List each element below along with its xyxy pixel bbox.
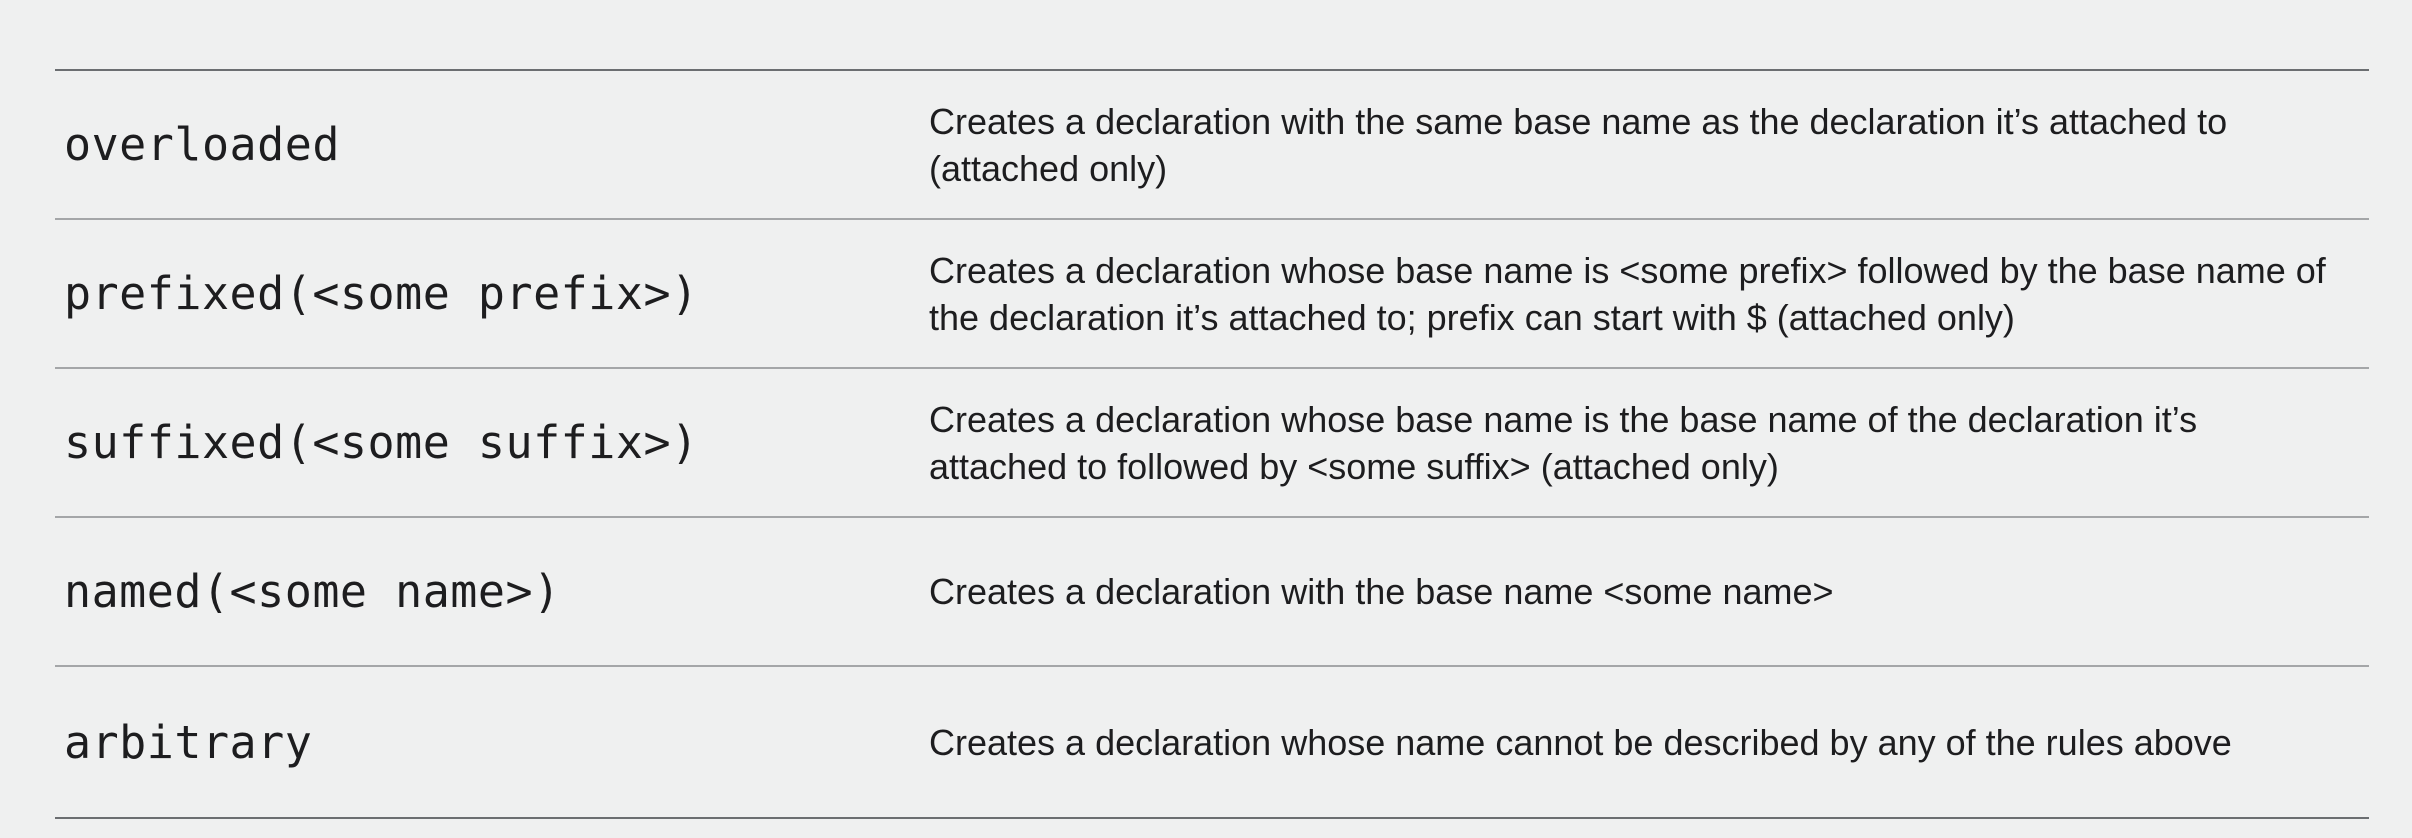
name-specifier-description: Creates a declaration with the same base…: [929, 100, 2228, 189]
name-specifier-code: prefixed(<some prefix>): [64, 267, 699, 320]
name-specifier-code: named(<some name>): [64, 565, 561, 618]
table-row: suffixed(<some suffix>) Creates a declar…: [55, 369, 2369, 518]
name-specifier-code: overloaded: [64, 118, 340, 171]
name-specifier-description: Creates a declaration whose name cannot …: [929, 721, 2232, 763]
name-specifier-code: arbitrary: [64, 715, 313, 769]
table-row: prefixed(<some prefix>) Creates a declar…: [55, 220, 2369, 369]
declaration-name-table: overloaded Creates a declaration with th…: [55, 69, 2369, 819]
name-specifier-code: suffixed(<some suffix>): [64, 416, 699, 469]
table-row: arbitrary Creates a declaration whose na…: [55, 667, 2369, 817]
table-row: overloaded Creates a declaration with th…: [55, 71, 2369, 220]
name-specifier-description: Creates a declaration with the base name…: [929, 571, 1834, 612]
name-specifier-description: Creates a declaration whose base name is…: [929, 249, 2326, 338]
name-specifier-description: Creates a declaration whose base name is…: [929, 398, 2198, 487]
table-row: named(<some name>) Creates a declaration…: [55, 518, 2369, 667]
